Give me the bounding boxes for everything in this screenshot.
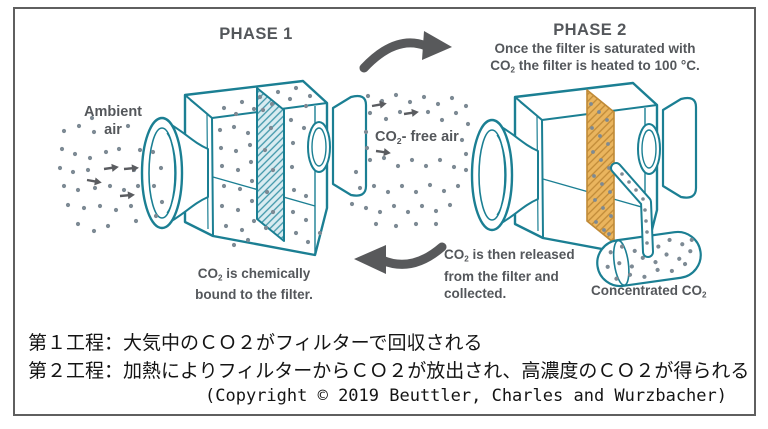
- copyright-text: (Copyright © 2019 Beuttler, Charles and …: [205, 386, 727, 406]
- ambient-word: Ambient: [84, 104, 142, 120]
- co2-text: CO: [490, 57, 511, 73]
- air-flow-arrow-icon: [86, 177, 102, 186]
- caption-rest: is chemically: [222, 266, 311, 281]
- co2-free-air-label: CO2- free air: [375, 129, 459, 146]
- phase1-caption-line2: bound to the filter.: [195, 287, 313, 303]
- co2-text: CO: [375, 129, 397, 145]
- arrow-phase2-to-phase1: [354, 242, 447, 274]
- phase1-title: PHASE 1: [219, 25, 293, 43]
- co2-cylinder: [596, 230, 702, 288]
- air-flow-arrow-icon: [403, 108, 419, 117]
- free-air-rest: - free air: [401, 129, 459, 145]
- air-flow-arrow-icon: [119, 191, 135, 200]
- process-step2-text: 第２工程：加熱によりフィルターからＣＯ２が放出され、高濃度のＣＯ２が得られる: [28, 360, 750, 382]
- subtitle-rest: the filter is heated to 100 °C.: [515, 57, 700, 73]
- phase1-caption-line1: CO2 is chemically: [158, 266, 350, 287]
- phase2-apparatus: [470, 81, 698, 259]
- phase1-apparatus: [140, 79, 368, 257]
- air-flow-arrow-icon: [123, 164, 139, 173]
- co2-text: CO: [197, 266, 218, 281]
- phase1-caption: CO2 is chemically bound to the filter.: [158, 266, 350, 304]
- air-flow-arrow-icon: [103, 163, 119, 172]
- co2-text: CO: [444, 247, 465, 262]
- phase2-subtitle-line2: CO2 the filter is heated to 100 °C.: [452, 58, 738, 79]
- air-flow-arrow-icon: [371, 100, 387, 109]
- arrow-phase1-to-phase2: [359, 31, 452, 73]
- co2-subscript: 2: [396, 135, 402, 146]
- co2-subscript: 2: [217, 273, 223, 283]
- phase2-subtitle-line1: Once the filter is saturated with: [494, 41, 696, 56]
- phase2-subtitle: Once the filter is saturated with CO2 th…: [452, 41, 738, 79]
- figure-border: [13, 7, 756, 416]
- air-word: air: [104, 122, 122, 138]
- air-flow-arrow-icon: [375, 148, 391, 157]
- phase2-title: PHASE 2: [553, 21, 627, 39]
- released-rest: is then released: [468, 247, 575, 262]
- co2-free-air-particles: [349, 92, 471, 229]
- concentrated-text: Concentrated CO: [591, 283, 703, 298]
- co2-subscript: 2: [702, 290, 707, 300]
- ambient-air-label: Ambient air: [61, 103, 165, 139]
- process-step1-text: 第１工程：大気中のＣＯ２がフィルターで回収される: [28, 332, 483, 354]
- co2-subscript: 2: [464, 254, 469, 264]
- phase1-filter: [256, 87, 285, 242]
- co2-collection-tube: [610, 162, 654, 258]
- released-line2: from the filter and: [444, 268, 559, 284]
- released-line1: CO2 is then released: [444, 246, 575, 268]
- phase2-released-caption: CO2 is then released from the filter and…: [444, 246, 575, 302]
- co2-subscript: 2: [510, 65, 516, 75]
- concentrated-co2-label: Concentrated CO2: [591, 283, 707, 300]
- released-line3: collected.: [444, 285, 507, 301]
